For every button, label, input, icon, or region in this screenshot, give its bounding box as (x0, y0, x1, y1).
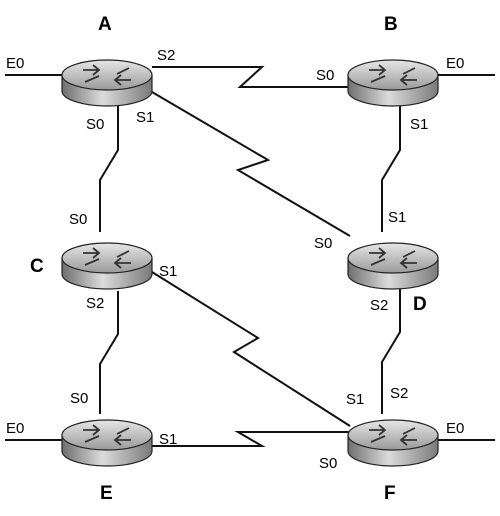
router-b-name: B (384, 14, 398, 35)
router-f[interactable] (347, 419, 439, 467)
serial-link-c-f (151, 271, 351, 427)
router-f-s0-label: S0 (319, 455, 337, 472)
router-c-name: C (30, 256, 44, 277)
serial-link-e-f (152, 431, 350, 447)
serial-link-c-e (99, 291, 119, 414)
router-d-s1-label: S1 (388, 209, 406, 226)
router-d[interactable] (347, 242, 439, 290)
router-a[interactable] (61, 59, 153, 107)
serial-link-a-b (152, 66, 350, 88)
serial-link-b-d (381, 104, 401, 232)
router-c-s1-label: S1 (159, 263, 177, 280)
router-a-s1-label: S1 (136, 109, 154, 126)
router-a-s0-label: S0 (86, 116, 104, 133)
serial-link-d-f (381, 289, 401, 414)
router-a-e0-label: E0 (6, 55, 24, 72)
router-a-s2-label: S2 (157, 47, 175, 64)
router-e-e0-label: E0 (6, 420, 24, 437)
router-f-name: F (384, 483, 396, 504)
router-d-s2-label: S2 (370, 297, 388, 314)
router-e-s0-label: S0 (70, 390, 88, 407)
router-a-name: A (98, 14, 112, 35)
router-c-s2-label: S2 (86, 295, 104, 312)
router-e[interactable] (61, 419, 153, 467)
router-b-e0-label: E0 (446, 55, 464, 72)
router-d-s0-label: S0 (314, 235, 332, 252)
router-b[interactable] (347, 59, 439, 107)
router-f-s2-label: S2 (390, 385, 408, 402)
router-d-name: D (413, 294, 427, 315)
router-f-s1-label: S1 (346, 391, 364, 408)
serial-link-a-d (151, 91, 351, 237)
router-f-e0-label: E0 (446, 420, 464, 437)
router-b-s1-label: S1 (410, 116, 428, 133)
router-e-name: E (100, 483, 113, 504)
router-c[interactable] (61, 242, 153, 290)
router-c-s0-label: S0 (69, 211, 87, 228)
router-e-s1-label: S1 (159, 431, 177, 448)
serial-link-a-c (99, 104, 119, 232)
router-b-s0-label: S0 (316, 67, 334, 84)
